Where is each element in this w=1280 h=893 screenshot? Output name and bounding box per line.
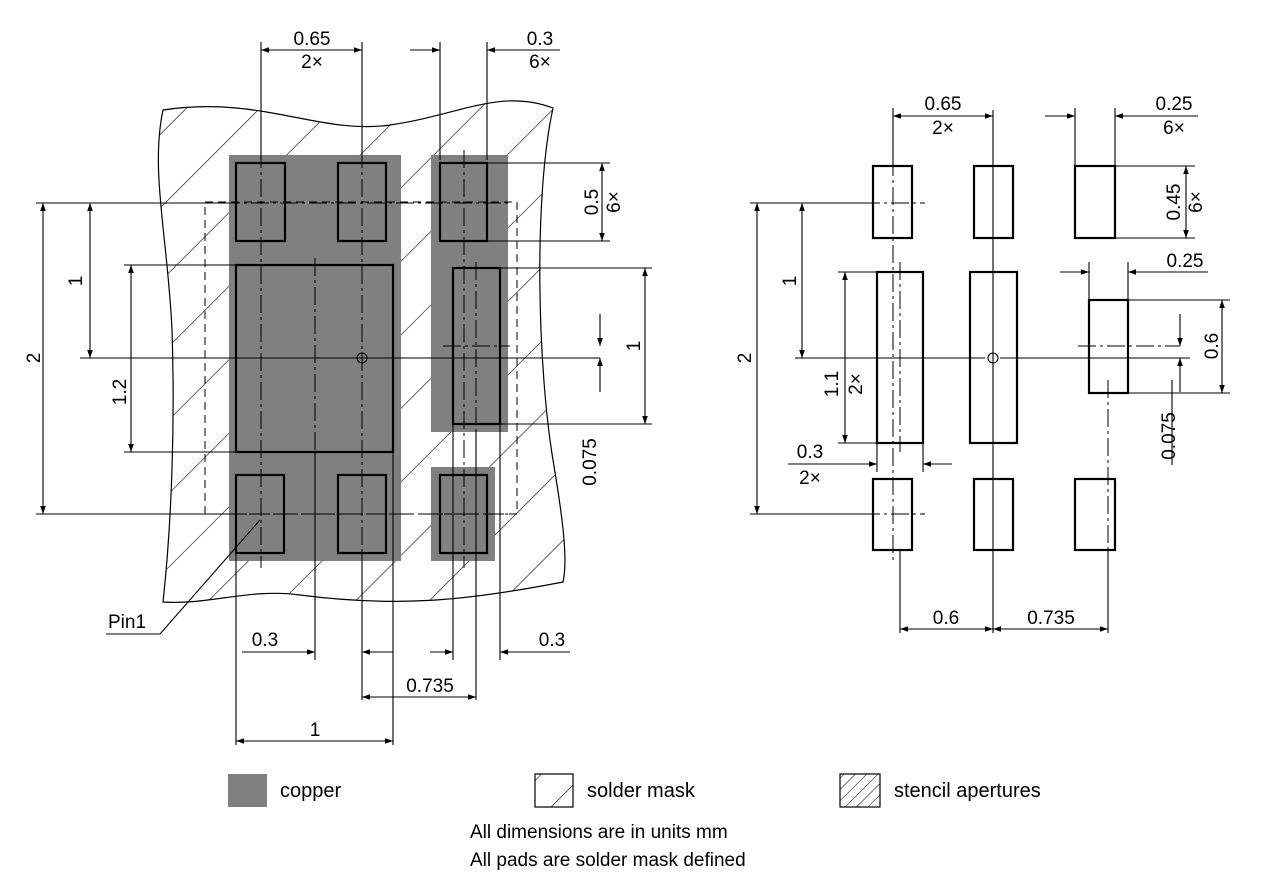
dim-right-pad-height-r: 0.6 xyxy=(1202,333,1223,359)
dim-left-margin: 0.3 xyxy=(252,630,278,651)
dim-pitch-top: 0.65 xyxy=(294,29,331,50)
dim-width-top-count: 6× xyxy=(529,52,551,73)
dim-offset-r: 0.075 xyxy=(1159,412,1180,460)
stencil-aperture xyxy=(1073,477,1117,552)
legend-solder-mask-label: solder mask xyxy=(587,780,696,802)
dim-pitch-top-r: 0.65 xyxy=(925,94,962,115)
legend-stencil-label: stencil apertures xyxy=(894,780,1041,802)
legend-copper-swatch xyxy=(228,774,267,807)
dim-right-margin: 0.3 xyxy=(539,630,565,651)
dim-inner-pad-count: 2× xyxy=(846,373,867,395)
dim-row-half: 1 xyxy=(66,276,87,287)
legend-solder-mask-swatch xyxy=(534,773,574,808)
dim-pad-height-r: 0.45 xyxy=(1164,184,1185,221)
legend-stencil-swatch xyxy=(839,773,881,808)
dim-width-top-count-r: 6× xyxy=(1163,118,1185,139)
pin1-label: Pin1 xyxy=(108,612,146,633)
dim-pad-height: 0.5 xyxy=(582,189,603,215)
dim-pitch-top-count: 2× xyxy=(301,52,323,73)
dim-row-full-r: 2 xyxy=(735,353,756,364)
copper-area-right-top xyxy=(431,155,508,432)
left-view: 0.65 2× 0.3 6× 0.5 6× 1 2 1.2 1 xyxy=(24,29,652,745)
legend-copper-label: copper xyxy=(280,780,341,802)
legend: copper solder mask stencil apertures xyxy=(228,773,1041,808)
dim-inner-pad-height: 1.1 xyxy=(822,371,843,397)
dim-pad-height-count-r: 6× xyxy=(1186,191,1207,213)
right-view: 0.65 2× 0.25 6× 0.45 6× 0.25 0.6 0.075 xyxy=(735,94,1230,633)
dim-width-top-r: 0.25 xyxy=(1156,94,1193,115)
dim-width-top: 0.3 xyxy=(527,29,553,50)
dim-right-pitch: 0.735 xyxy=(1027,608,1075,629)
dim-right-pad-height: 1 xyxy=(624,341,645,352)
dim-pad-height-count: 6× xyxy=(604,191,625,213)
dim-row-full: 2 xyxy=(24,353,45,364)
note-solder-mask: All pads are solder mask defined xyxy=(470,850,746,871)
stencil-aperture xyxy=(1073,164,1117,240)
dim-row-half-r: 1 xyxy=(780,276,801,287)
dim-inner-width-count: 2× xyxy=(799,468,821,489)
dim-pitch-top-count-r: 2× xyxy=(932,118,954,139)
dim-left-pitch: 0.6 xyxy=(933,608,959,629)
dim-center-pad-height: 1.2 xyxy=(110,379,131,405)
dim-right-pad-width: 0.25 xyxy=(1167,251,1204,272)
dim-center-to-right: 0.735 xyxy=(406,676,454,697)
dim-center-pad-width: 1 xyxy=(310,720,321,741)
dim-inner-width: 0.3 xyxy=(797,442,823,463)
dim-offset: 0.075 xyxy=(580,438,601,486)
note-units: All dimensions are in units mm xyxy=(470,822,728,843)
